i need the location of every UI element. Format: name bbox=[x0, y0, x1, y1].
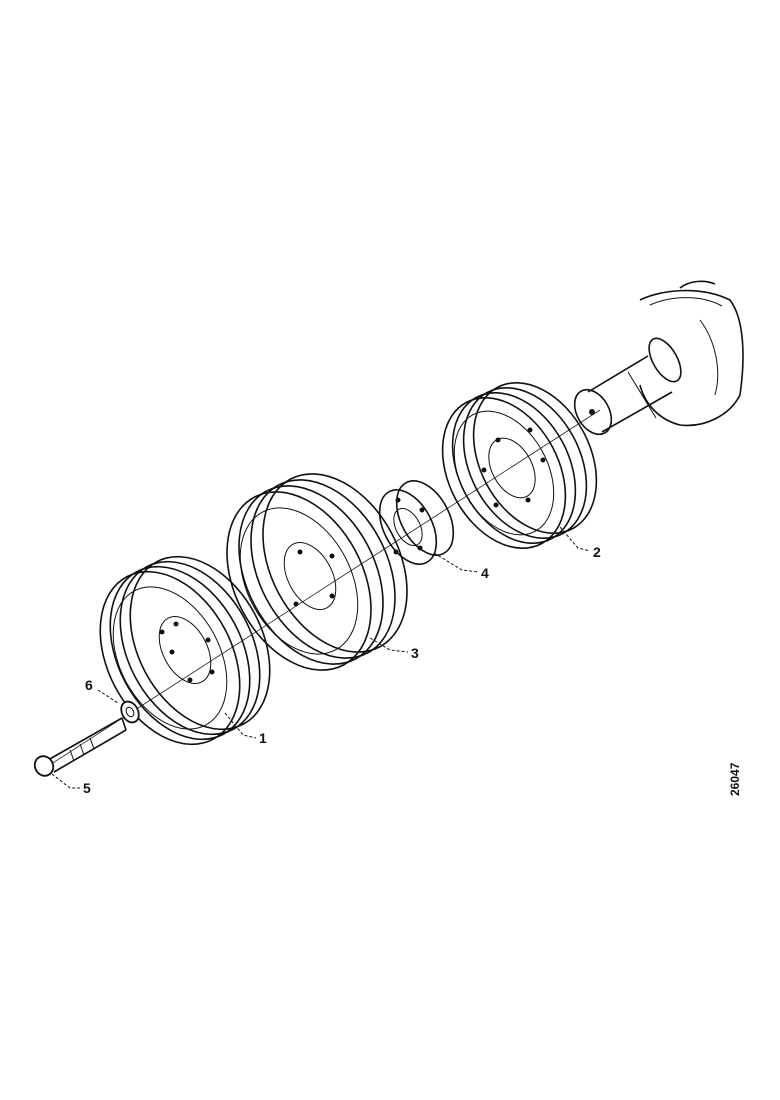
callout-3: 3 bbox=[411, 645, 419, 661]
pulley-3 bbox=[226, 473, 408, 671]
drawing-reference-number: 26047 bbox=[728, 762, 742, 796]
callout-2: 2 bbox=[593, 544, 601, 560]
callout-1: 1 bbox=[259, 730, 267, 746]
leader-2 bbox=[559, 526, 591, 552]
bolt-5 bbox=[33, 717, 127, 777]
leader-6 bbox=[97, 689, 119, 704]
callout-5: 5 bbox=[83, 780, 91, 796]
leader-5 bbox=[51, 773, 80, 789]
leader-3 bbox=[369, 637, 409, 653]
leader-1 bbox=[224, 712, 257, 739]
washer-6 bbox=[120, 700, 140, 724]
pulley-1 bbox=[99, 555, 271, 746]
pulley-2 bbox=[441, 381, 598, 550]
hub-4 bbox=[378, 480, 455, 565]
leader-4 bbox=[433, 552, 479, 573]
crankshaft bbox=[573, 280, 744, 436]
callout-6: 6 bbox=[85, 677, 93, 693]
leader-lines bbox=[51, 526, 591, 789]
callout-4: 4 bbox=[481, 565, 489, 581]
